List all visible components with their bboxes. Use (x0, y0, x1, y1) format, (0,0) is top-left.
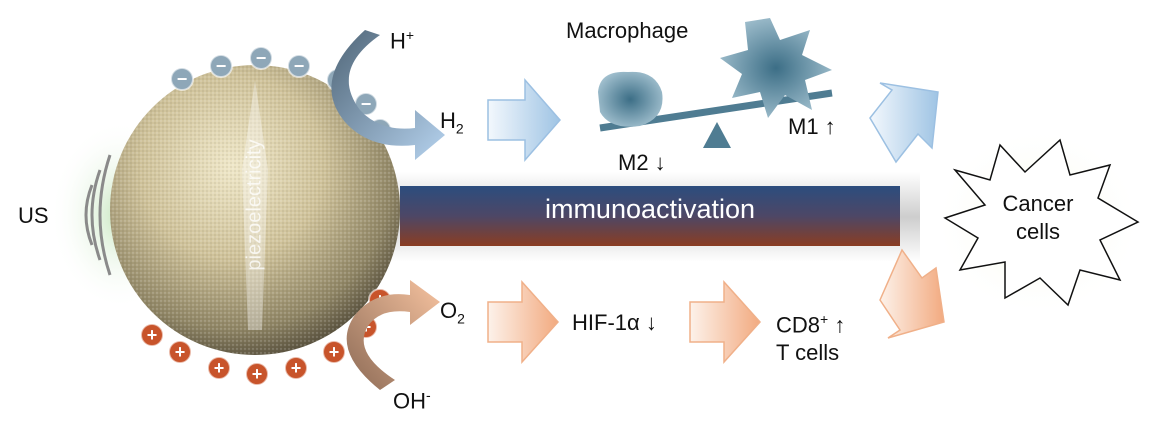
m2-label: M2 ↓ (618, 150, 666, 175)
cancer-label-line2: cells (1015, 219, 1060, 244)
m1-macrophage-icon (720, 18, 832, 118)
cd8-label: CD8+ ↑ (776, 311, 846, 338)
positive-charge-icon: + (245, 362, 269, 386)
arrow-cd8-to-cancer-icon (879, 248, 945, 339)
ultrasound-waves-icon (84, 154, 112, 276)
o2-label: O2 (440, 298, 465, 327)
svg-text:−: − (177, 69, 188, 89)
svg-text:+: + (175, 342, 186, 362)
svg-text:+: + (214, 358, 225, 378)
t-cells-label: T cells (776, 340, 840, 365)
piezoelectricity-label: piezoelectricity (243, 139, 266, 271)
h-plus-curve-arrow-icon (331, 30, 445, 160)
h-plus-label: H+ (390, 27, 415, 54)
positive-charge-icon: + (168, 340, 192, 364)
svg-text:+: + (329, 342, 340, 362)
svg-text:+: + (147, 325, 158, 345)
svg-text:−: − (216, 56, 227, 76)
arrow-hif-to-cd8-icon (689, 280, 762, 364)
piezoelectric-sphere (110, 65, 400, 355)
cancer-cell-icon (943, 138, 1140, 307)
svg-text:−: − (361, 94, 372, 114)
svg-text:+: + (252, 364, 263, 384)
positive-charge-icon: + (207, 356, 231, 380)
hif-label: HIF-1α ↓ (572, 310, 657, 335)
h2-label: H2 (440, 108, 464, 137)
immunoactivation-label: immunoactivation (544, 194, 756, 224)
cancer-label-line1: Cancer (1002, 191, 1074, 216)
immunoactivation-bar (400, 186, 900, 246)
negative-charge-icon: − (170, 67, 194, 91)
svg-text:+: + (291, 358, 302, 378)
positive-charge-icon: + (140, 323, 164, 347)
oh-minus-label: OH- (393, 387, 431, 414)
svg-text:−: − (256, 48, 267, 68)
m2-macrophage-icon (598, 71, 663, 127)
negative-charge-icon: − (354, 92, 378, 116)
ultrasound-label: US (18, 203, 49, 228)
cancer-cells-label: Cancer cells (990, 190, 1086, 246)
arrow-o2-to-hif-icon (487, 280, 560, 364)
negative-charge-icon: − (209, 54, 233, 78)
oh-minus-curve-arrow-icon (346, 280, 440, 390)
macrophage-label: Macrophage (566, 18, 689, 43)
positive-charge-icon: + (322, 340, 346, 364)
svg-text:−: − (294, 56, 305, 76)
negative-charge-icon: − (287, 54, 311, 78)
m1-label: M1 ↑ (788, 114, 836, 139)
negative-charge-icon: − (249, 46, 273, 70)
arrow-macrophage-to-cancer-icon (869, 82, 939, 164)
positive-charge-icon: + (284, 356, 308, 380)
arrow-h2-to-macrophage-icon (487, 78, 561, 162)
